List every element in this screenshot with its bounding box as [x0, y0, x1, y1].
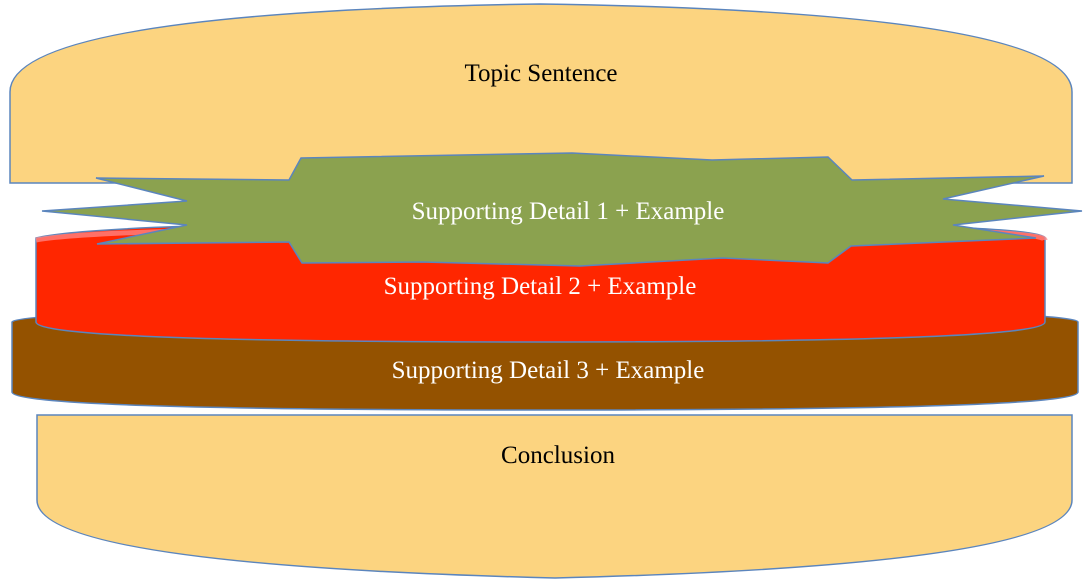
detail-1-shape [41, 152, 1083, 267]
detail-2-label: Supporting Detail 2 + Example [384, 273, 697, 300]
detail-1-layer: Supporting Detail 1 + Example [41, 152, 1083, 267]
bottom-bun-label: Conclusion [501, 442, 615, 469]
bottom-bun-shape [36, 414, 1073, 579]
top-bun-label: Topic Sentence [464, 60, 617, 87]
detail-1-label: Supporting Detail 1 + Example [412, 198, 725, 225]
top-bun-shape [9, 3, 1073, 184]
top-bun-layer: Topic Sentence [9, 3, 1073, 184]
detail-3-label: Supporting Detail 3 + Example [392, 357, 705, 384]
bottom-bun-layer: Conclusion [36, 414, 1073, 579]
